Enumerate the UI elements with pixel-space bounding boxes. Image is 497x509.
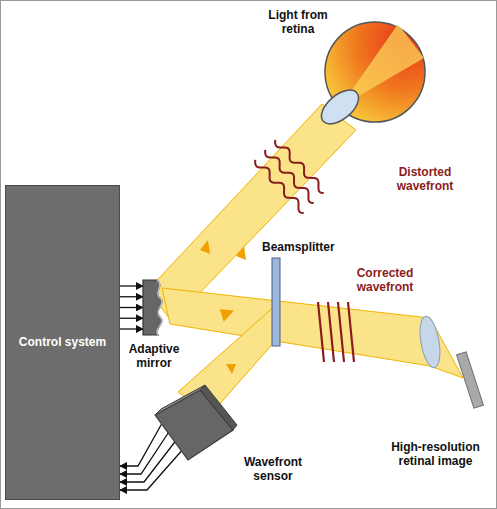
adaptive-mirror: Adaptive mirror xyxy=(143,280,165,335)
wavefront-label: Distorted wavefront xyxy=(385,165,465,194)
signal-line xyxy=(120,433,168,474)
part-label: Beamsplitter xyxy=(262,240,342,254)
reflected-beam xyxy=(162,288,430,366)
wavefront-sensor: Wavefront sensor xyxy=(145,385,237,465)
wave-stroke xyxy=(265,150,314,203)
signal-arrows xyxy=(120,286,143,329)
node-label: Adaptive mirror xyxy=(115,342,193,371)
wave-stroke xyxy=(275,140,324,193)
wave-stroke xyxy=(328,302,334,362)
beam-arrow xyxy=(226,364,236,374)
part-label: High-resolution retinal image xyxy=(378,440,493,469)
signal-line xyxy=(120,451,181,490)
beamsplitter xyxy=(272,258,280,346)
signal-line xyxy=(120,424,162,466)
beam-arrow xyxy=(216,303,235,322)
focusing-lens xyxy=(417,315,444,369)
distorted-wavefront xyxy=(255,140,324,213)
signal-line xyxy=(120,296,143,297)
wavefront-label: Corrected wavefront xyxy=(345,266,425,295)
node-label: Control system xyxy=(15,331,110,353)
node-label: Wavefront sensor xyxy=(237,455,309,484)
image-plate xyxy=(457,352,484,408)
wave-stroke xyxy=(338,302,344,362)
beam-arrow xyxy=(236,246,246,260)
wave-stroke xyxy=(318,302,324,362)
control-box: Control system xyxy=(5,185,120,500)
signal-line xyxy=(120,285,143,286)
signal-line xyxy=(120,328,143,329)
signal-line xyxy=(120,318,143,319)
wave-stroke xyxy=(255,160,304,213)
corrected-wavefront xyxy=(318,302,354,362)
eye-lens xyxy=(315,84,364,131)
part-label: Light from retina xyxy=(262,8,334,37)
signal-line xyxy=(120,307,143,308)
sensor-symbol xyxy=(145,385,237,465)
beam-arrow xyxy=(200,240,210,254)
incoming-beam xyxy=(148,104,356,322)
wave-stroke xyxy=(348,302,354,362)
mirror-symbol xyxy=(143,280,165,335)
signal-line xyxy=(120,442,175,482)
